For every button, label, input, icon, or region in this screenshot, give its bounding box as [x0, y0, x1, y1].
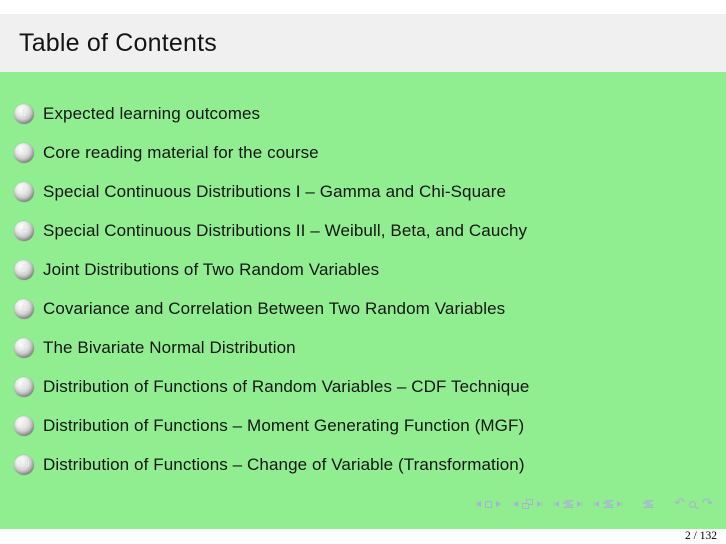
toc-item-10[interactable]: 10 Distribution of Functions – Change of… [14, 455, 712, 475]
toc-item-label: Expected learning outcomes [43, 104, 261, 123]
ball-number: 2 [21, 147, 27, 158]
toc-item-9[interactable]: 9 Distribution of Functions – Moment Gen… [14, 416, 712, 436]
toc-list: 1 Expected learning outcomes 2 Core read… [14, 104, 712, 494]
ball-number: 10 [18, 459, 30, 470]
toc-item-4[interactable]: 4 Special Continuous Distributions II – … [14, 221, 712, 241]
toc-item-label: Distribution of Functions – Change of Va… [43, 455, 525, 474]
ball-bullet-icon: 7 [14, 338, 34, 358]
nav-frame-prev-icon[interactable] [513, 501, 519, 507]
ball-bullet-icon: 9 [14, 416, 34, 436]
toc-item-label: Special Continuous Distributions II – We… [43, 221, 528, 240]
nav-subsection-icon[interactable] [563, 500, 574, 508]
nav-slide-group [476, 500, 502, 508]
ball-number: 1 [21, 108, 27, 119]
ball-number: 8 [21, 381, 27, 392]
nav-section-next-icon[interactable] [617, 501, 623, 507]
toc-item-label: Distribution of Functions of Random Vari… [43, 377, 530, 396]
toc-item-2[interactable]: 2 Core reading material for the course [14, 143, 712, 163]
ball-bullet-icon: 8 [14, 377, 34, 397]
toc-item-label: Core reading material for the course [43, 143, 319, 162]
toc-item-6[interactable]: 6 Covariance and Correlation Between Two… [14, 299, 712, 319]
nav-slide-prev-icon[interactable] [476, 501, 482, 507]
nav-forward-icon[interactable]: ↷ [702, 496, 713, 511]
frame-front-square [522, 503, 530, 509]
ball-bullet-icon: 3 [14, 182, 34, 202]
toc-item-label: The Bivariate Normal Distribution [43, 338, 296, 357]
slide-footer: 2 / 132 [0, 529, 726, 544]
frame-back-square [526, 499, 534, 505]
nav-slide-frame-icon[interactable] [485, 500, 493, 508]
nav-appendix-icon[interactable] [643, 500, 654, 508]
ball-number: 3 [21, 186, 27, 197]
nav-history-group: ↶ ↷ [674, 496, 713, 511]
ball-bullet-icon: 10 [14, 455, 34, 475]
ball-number: 5 [21, 264, 27, 275]
nav-section-icon[interactable] [603, 500, 614, 508]
toc-item-5[interactable]: 5 Joint Distributions of Two Random Vari… [14, 260, 712, 280]
ball-bullet-icon: 5 [14, 260, 34, 280]
toc-item-label: Distribution of Functions – Moment Gener… [43, 416, 525, 435]
toc-item-7[interactable]: 7 The Bivariate Normal Distribution [14, 338, 712, 358]
ball-number: 4 [21, 225, 27, 236]
toc-item-1[interactable]: 1 Expected learning outcomes [14, 104, 712, 124]
slide-body: 1 Expected learning outcomes 2 Core read… [0, 72, 726, 529]
nav-frame-group [513, 499, 543, 509]
toc-item-label: Joint Distributions of Two Random Variab… [43, 260, 380, 279]
ball-number: 9 [21, 420, 27, 431]
toc-item-8[interactable]: 8 Distribution of Functions of Random Va… [14, 377, 712, 397]
nav-appendix-group [643, 500, 654, 508]
nav-frame-icon[interactable] [522, 499, 534, 509]
nav-search-icon[interactable] [689, 500, 697, 508]
nav-subsection-next-icon[interactable] [577, 501, 583, 507]
nav-subsection-prev-icon[interactable] [554, 501, 560, 507]
ball-bullet-icon: 6 [14, 299, 34, 319]
nav-section-group [594, 500, 623, 508]
nav-slide-next-icon[interactable] [496, 501, 502, 507]
nav-section-prev-icon[interactable] [594, 501, 600, 507]
ball-bullet-icon: 1 [14, 104, 34, 124]
nav-back-icon[interactable]: ↶ [674, 496, 686, 511]
toc-item-3[interactable]: 3 Special Continuous Distributions I – G… [14, 182, 712, 202]
toc-item-label: Special Continuous Distributions I – Gam… [43, 182, 507, 201]
slide-title-bar: Table of Contents [0, 14, 726, 72]
page-number: 2 / 132 [685, 530, 717, 542]
ball-number: 7 [21, 342, 27, 353]
nav-frame-next-icon[interactable] [537, 501, 543, 507]
nav-subsection-group [554, 500, 583, 508]
ball-bullet-icon: 2 [14, 143, 34, 163]
page-title: Table of Contents [19, 28, 217, 57]
ball-number: 6 [21, 303, 27, 314]
toc-item-label: Covariance and Correlation Between Two R… [43, 299, 506, 318]
beamer-navigation-bar: ↶ ↷ [476, 496, 713, 511]
ball-bullet-icon: 4 [14, 221, 34, 241]
